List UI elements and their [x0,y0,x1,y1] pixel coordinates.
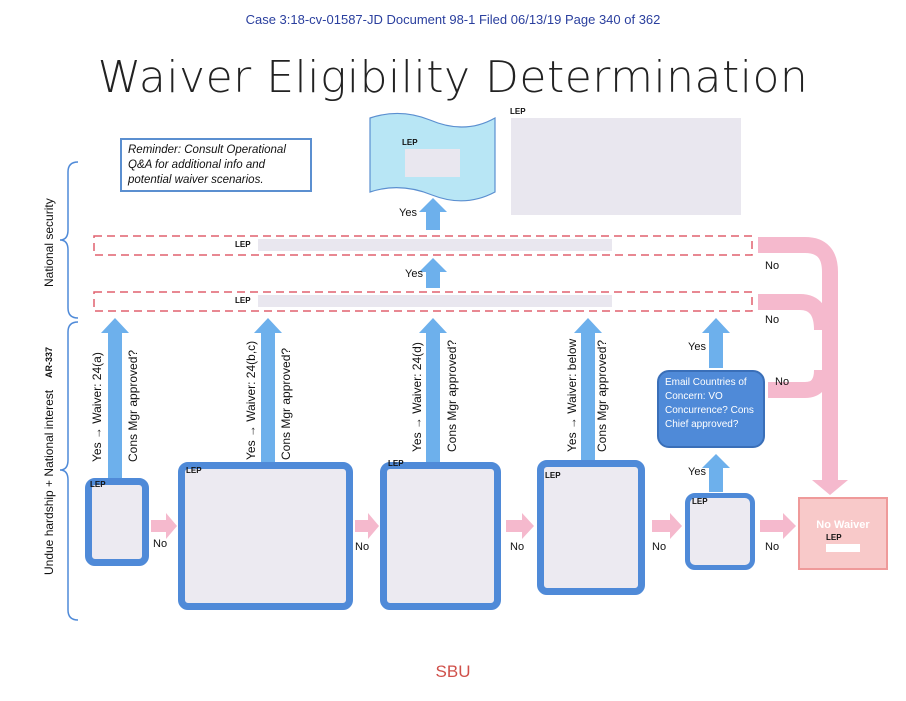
email-countries-box: Email Countries of Concern: VO Concurren… [657,370,765,448]
criteria-box-2 [178,462,353,610]
waiver-label-col4: Yes → Waiver: below [565,338,579,452]
pink-path-3 [768,369,830,398]
lep-label: LEP [402,138,418,147]
lep-label: LEP [545,471,561,480]
approval-label-col2: Cons Mgr approved? [279,347,293,460]
arrow-up-top [419,198,447,230]
arrow-up-col4 [574,318,602,460]
arrow-up-middle [419,258,447,288]
lep-label: LEP [90,480,106,489]
arrow-right-3 [506,513,534,539]
arrow-right-5 [760,513,796,539]
yes-label: Yes [399,207,417,219]
pink-path-1 [758,237,838,482]
no-label: No [765,260,780,272]
criteria-box-3 [380,462,501,610]
approval-label-col3: Cons Mgr approved? [445,339,459,452]
criteria-box-5 [685,493,755,570]
pink-no-paths [758,237,838,482]
approval-label-col1: Cons Mgr approved? [126,349,140,462]
lep-label: LEP [235,240,251,249]
brace-national-security [59,161,79,319]
no-label: No [765,541,780,553]
criteria-box-1 [85,478,149,566]
lep-label: LEP [510,107,526,116]
redaction-block [511,118,741,215]
section-label-national-security: National security [42,198,56,287]
arrow-up-col2 [254,318,282,462]
criteria-box-4 [537,460,645,595]
arrow-right-2 [355,513,379,539]
dashed-box-2 [93,291,753,312]
arrow-up-col3 [419,318,447,462]
redaction-block [258,239,612,251]
waiver-label-col3: Yes → Waiver: 24(d) [410,342,424,452]
yes-label: Yes [688,341,706,353]
no-label: No [153,538,168,550]
waiver-label-col1: Yes → Waiver: 24(a) [90,352,104,462]
no-label: No [510,541,525,553]
dashed-box-1 [93,235,753,256]
no-label: No [775,376,790,388]
case-header: Case 3:18-cv-01587-JD Document 98-1 File… [245,12,661,27]
brace-undue-hardship [59,321,79,621]
redaction-block [826,544,860,552]
no-waiver-label: No Waiver [816,519,870,531]
yes-label: Yes [688,466,706,478]
lep-label: LEP [235,296,251,305]
reminder-note: Reminder: Consult Operational Q&A for ad… [120,138,312,192]
pink-path-2 [758,294,830,331]
pink-arrowhead-down [812,480,848,495]
waiver-label-col2: Yes → Waiver: 24(b,c) [244,340,258,460]
no-label: No [765,314,780,326]
arrow-right-1 [151,513,177,539]
no-label: No [355,541,370,553]
approval-label-col4: Cons Mgr approved? [595,339,609,452]
section-label-undue-hardship: Undue hardship + National interest [42,389,56,575]
arrow-up-box5 [702,454,730,492]
arrow-right-4 [652,513,682,539]
lep-label: LEP [186,466,202,475]
no-waiver-box: No Waiver [798,497,888,570]
ar-stamp: AR-337 [44,346,54,378]
yes-label: Yes [405,268,423,280]
page-title: Waiver Eligibility Determination [97,52,809,103]
lep-label: LEP [692,497,708,506]
arrow-up-email [702,318,730,368]
redaction-block [405,149,460,177]
lep-label: LEP [826,533,842,542]
redaction-block [258,295,612,307]
no-label: No [652,541,667,553]
sbu-footer: SBU [435,662,471,681]
lep-label: LEP [388,459,404,468]
arrow-up-col1 [101,318,129,478]
